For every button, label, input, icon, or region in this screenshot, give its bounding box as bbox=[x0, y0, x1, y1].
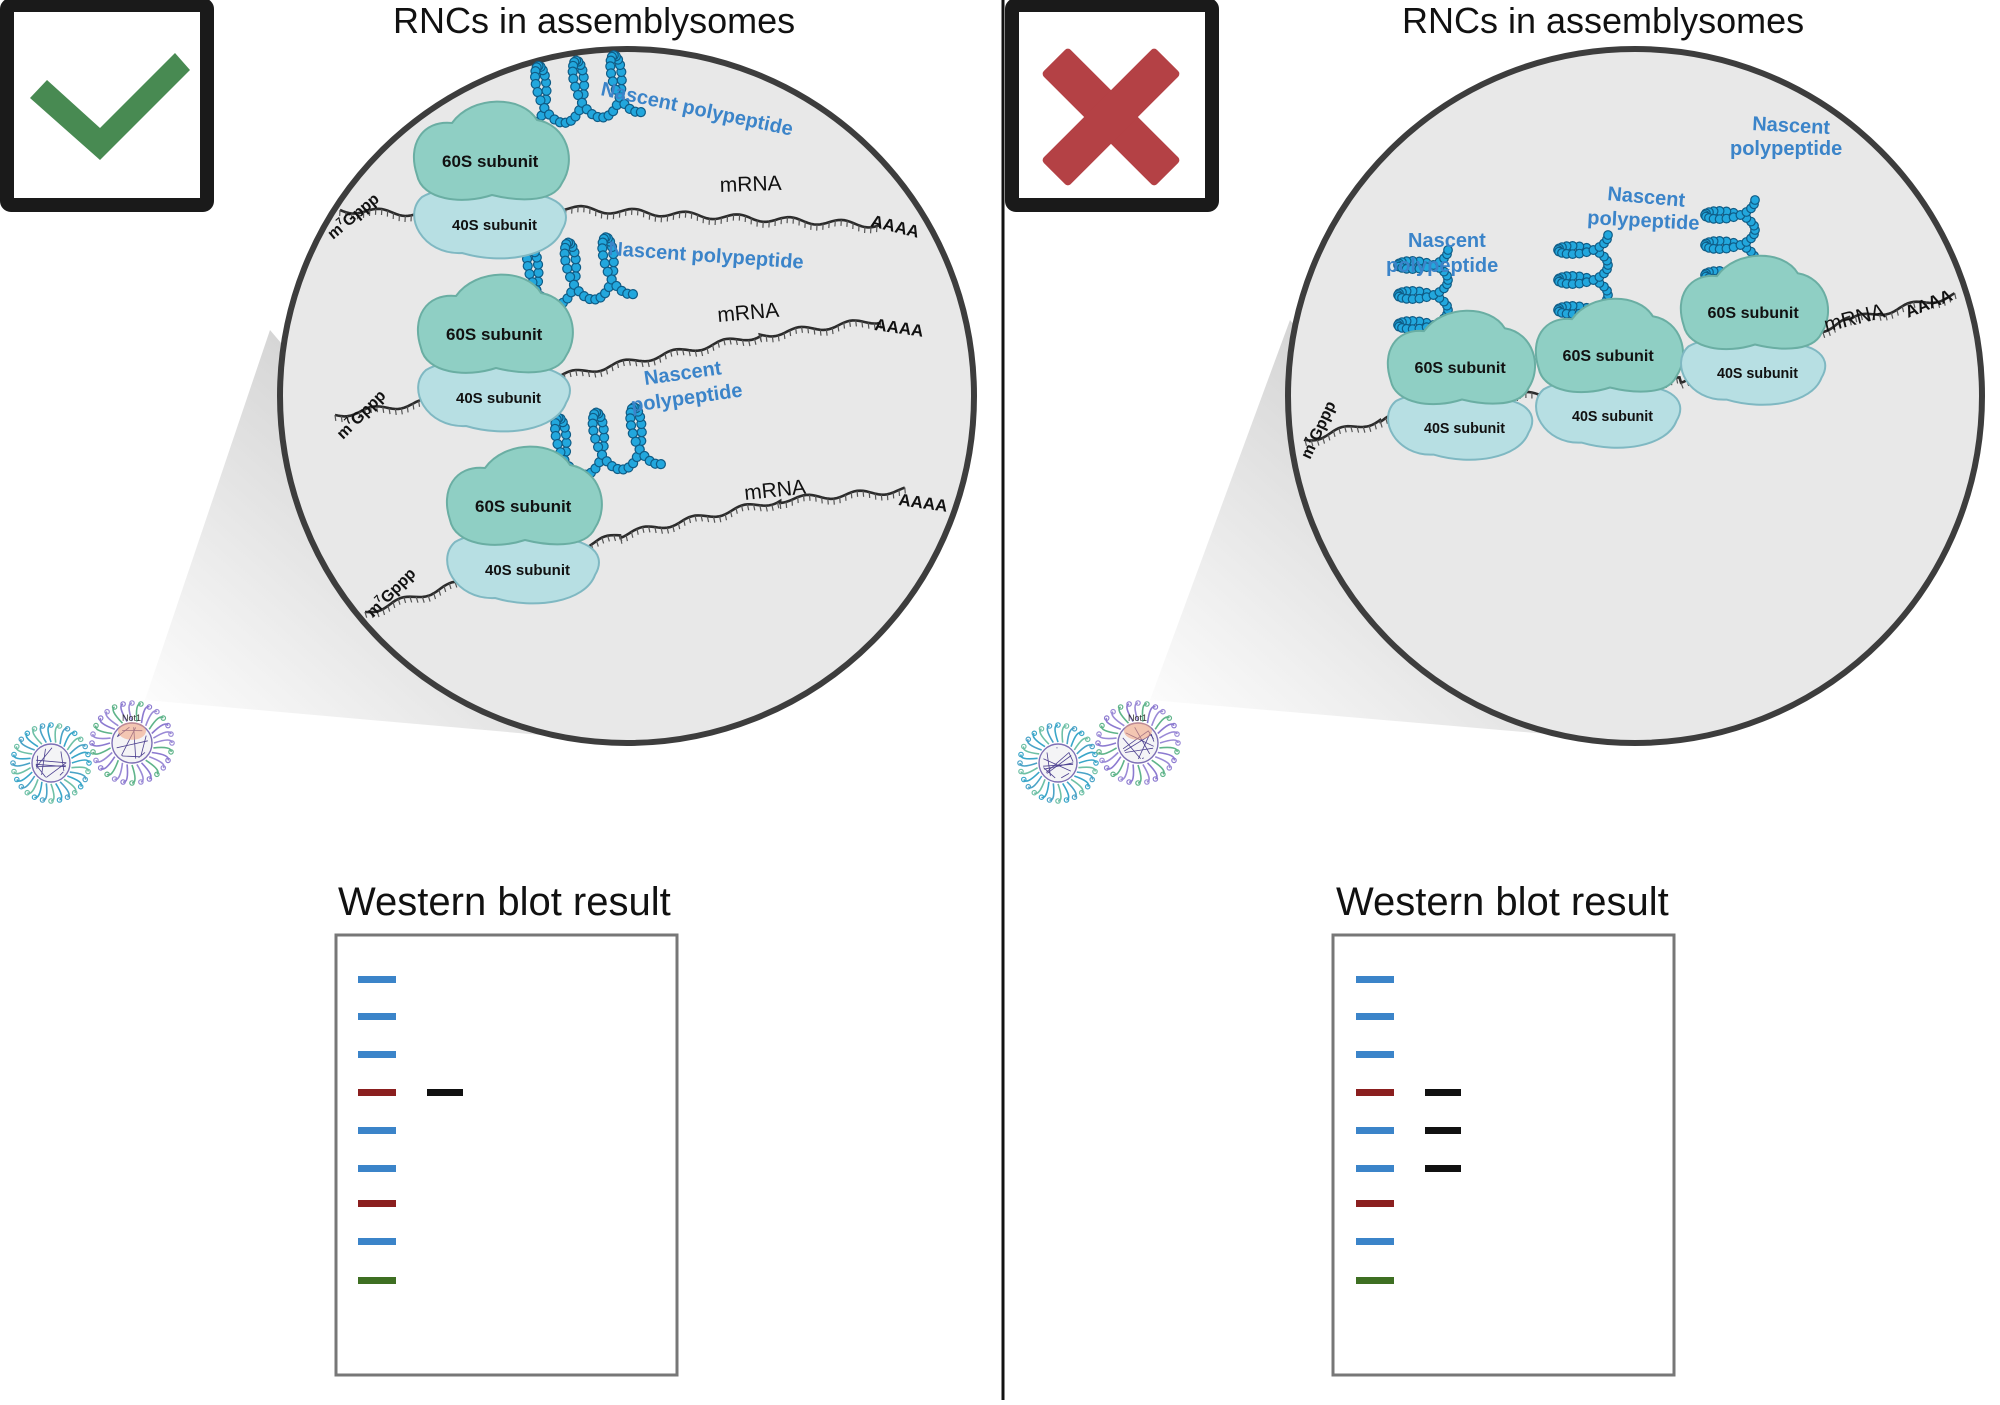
ladder-band bbox=[358, 1051, 396, 1058]
right-blot-frame bbox=[1333, 935, 1674, 1375]
label-60s: 60S subunit bbox=[442, 152, 539, 171]
nascent-label-r3a: Nascent bbox=[1752, 113, 1831, 139]
label-40s: 40S subunit bbox=[485, 562, 570, 579]
ladder-band bbox=[358, 1238, 396, 1245]
label-60s: 60S subunit bbox=[1563, 347, 1655, 365]
ladder-band bbox=[1356, 976, 1394, 983]
amino-acid-bead bbox=[656, 459, 666, 469]
right-granules: Not1 bbox=[1018, 701, 1180, 803]
label-40s: 40S subunit bbox=[1424, 421, 1505, 437]
ladder-band bbox=[1356, 1277, 1394, 1284]
left-panel: Not1 60S subunit 40S subunit 60S subunit 40… bbox=[7, 5, 974, 1375]
ladder-band bbox=[358, 1165, 396, 1172]
granule-label: Not1 bbox=[1128, 713, 1147, 723]
label-40s: 40S subunit bbox=[1717, 366, 1798, 382]
label-40s: 40S subunit bbox=[1572, 409, 1653, 425]
right-blot-title: Western blot result bbox=[1336, 880, 1669, 925]
sample-band bbox=[1425, 1089, 1461, 1096]
label-60s: 60S subunit bbox=[446, 325, 543, 344]
ladder-band bbox=[1356, 1238, 1394, 1245]
granule-fiber bbox=[1142, 758, 1144, 759]
right-panel: Not1 60S subunit 40S subunit 60S subunit 40… bbox=[1012, 5, 1982, 1375]
ribosome-r2: 60S subunit 40S subunit bbox=[1536, 299, 1683, 448]
left-blot-frame bbox=[336, 935, 677, 1375]
nascent-label-r1b: polypeptide bbox=[1386, 255, 1498, 277]
ladder-band bbox=[358, 1127, 396, 1134]
ribosome-3: 60S subunit 40S subunit bbox=[447, 447, 602, 604]
ladder-band bbox=[1356, 1127, 1394, 1134]
left-status-box bbox=[7, 5, 207, 205]
ladder-band bbox=[358, 1013, 396, 1020]
sample-band bbox=[1425, 1165, 1461, 1172]
nascent-label-r3b: polypeptide bbox=[1730, 138, 1842, 160]
sample-band bbox=[427, 1089, 463, 1096]
left-blot-title: Western blot result bbox=[338, 880, 671, 925]
granule-3 bbox=[1018, 723, 1098, 803]
ladder-band bbox=[1356, 1051, 1394, 1058]
ladder-band bbox=[1356, 1013, 1394, 1020]
granule-highlight bbox=[1124, 722, 1152, 740]
ladder-band bbox=[1356, 1200, 1394, 1207]
amino-acid-bead bbox=[628, 289, 638, 299]
granule-label: Not1 bbox=[122, 713, 141, 723]
label-40s: 40S subunit bbox=[456, 390, 541, 407]
sample-band bbox=[1425, 1127, 1461, 1134]
ladder-band bbox=[358, 1200, 396, 1207]
amino-acid-bead bbox=[1604, 231, 1613, 240]
nascent-label-r1a: Nascent bbox=[1408, 230, 1486, 252]
mrna-label-1: mRNA bbox=[719, 172, 782, 197]
label-40s: 40S subunit bbox=[452, 217, 537, 234]
ribosome-r3: 60S subunit 40S subunit bbox=[1681, 256, 1828, 405]
granule-tip bbox=[1111, 710, 1115, 714]
granule-tip bbox=[112, 705, 116, 709]
granule-tip bbox=[1022, 777, 1026, 781]
left-panel-title: RNCs in assemblysomes bbox=[393, 0, 795, 42]
ladder-band bbox=[1356, 1165, 1394, 1172]
right-panel-title: RNCs in assemblysomes bbox=[1402, 0, 1804, 42]
granule-4: Not1 bbox=[1096, 701, 1180, 785]
granule-2: Not1 bbox=[90, 701, 174, 785]
label-60s: 60S subunit bbox=[1708, 304, 1800, 322]
ribosome-r1: 60S subunit 40S subunit bbox=[1388, 311, 1535, 460]
granule-1 bbox=[11, 723, 91, 803]
ribosome-1: 60S subunit 40S subunit bbox=[414, 102, 569, 259]
label-60s: 60S subunit bbox=[1415, 359, 1507, 377]
ribosome-2: 60S subunit 40S subunit bbox=[418, 275, 573, 432]
amino-acid-bead bbox=[1751, 196, 1760, 205]
label-60s: 60S subunit bbox=[475, 497, 572, 516]
ladder-band bbox=[358, 1089, 396, 1096]
ladder-band bbox=[358, 1277, 396, 1284]
ladder-band bbox=[358, 976, 396, 983]
granule-highlight bbox=[118, 722, 146, 740]
granule-tip bbox=[1118, 705, 1122, 709]
granule-tip bbox=[105, 710, 109, 714]
left-granules: Not1 bbox=[11, 701, 174, 803]
ladder-band bbox=[1356, 1089, 1394, 1096]
